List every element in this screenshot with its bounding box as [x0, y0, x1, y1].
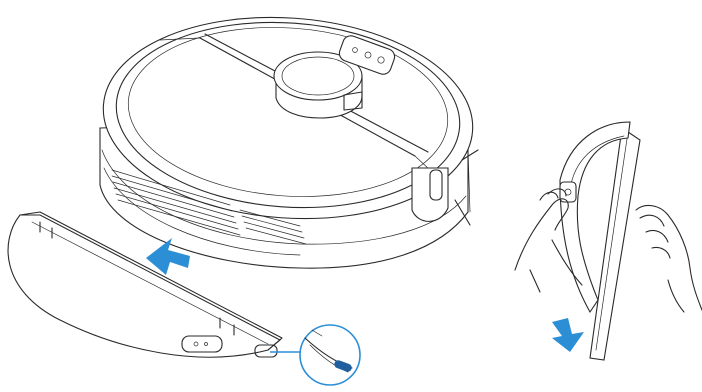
detail-callout-icon [270, 325, 360, 385]
robot-vacuum-icon [96, 5, 479, 268]
arrow-down-icon [552, 318, 584, 352]
mop-cloth-icon [560, 122, 640, 360]
